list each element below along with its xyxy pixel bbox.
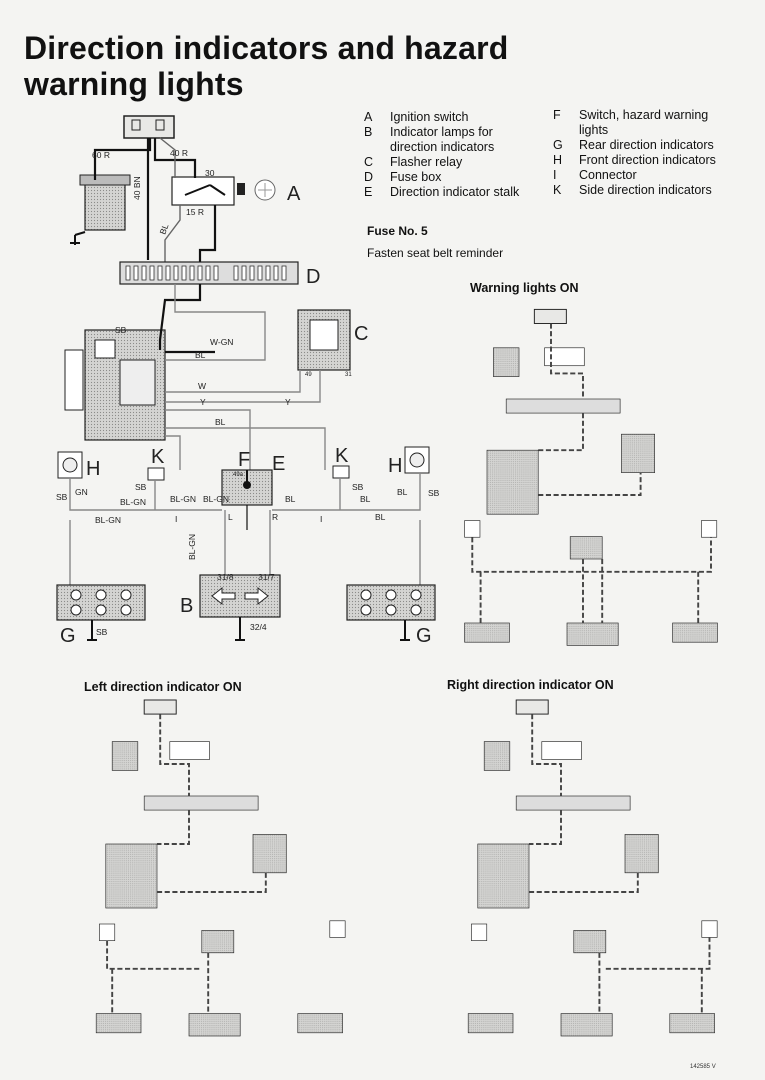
- diagram-warning-lights: [464, 308, 718, 646]
- fuse-label: Fuse No. 5: [367, 224, 428, 238]
- label-i-right: I: [320, 514, 322, 524]
- rear-indicator-right: [346, 584, 436, 621]
- top-connector: [123, 115, 175, 139]
- wire-label: SB: [115, 325, 127, 335]
- direction-stalk: [221, 469, 273, 530]
- label-d: D: [306, 266, 320, 288]
- wire-label: BL: [215, 417, 226, 427]
- wire-label: 40 R: [170, 148, 188, 158]
- side-indicator-right: [332, 465, 350, 479]
- label-c: C: [354, 323, 368, 345]
- label-f: F: [238, 449, 250, 471]
- wire-label: 49a: [233, 472, 244, 478]
- label-g-right: G: [416, 625, 432, 647]
- label-a: A: [287, 183, 301, 205]
- wire-label: BL: [397, 487, 408, 497]
- label-b: B: [180, 595, 193, 617]
- wire-label: BL: [360, 494, 371, 504]
- wire-label: BL: [195, 350, 206, 360]
- wire-label: 32/4: [250, 622, 267, 632]
- wire-label: 15 R: [186, 207, 204, 217]
- wire-label: SB: [56, 492, 68, 502]
- wire-label: 40 BN: [132, 176, 142, 200]
- rear-indicator-left: [56, 584, 146, 621]
- caption-left-indicator: Left direction indicator ON: [84, 680, 242, 694]
- wire-label: BL-GN: [187, 534, 197, 560]
- wire-label: R: [272, 512, 278, 522]
- wire-label: SB: [135, 482, 147, 492]
- wire-label: BL-GN: [170, 494, 196, 504]
- wire-label: 31: [345, 372, 352, 378]
- label-i-left: I: [175, 514, 177, 524]
- label-h-left: H: [86, 458, 100, 480]
- wire-label: BL-GN: [203, 494, 229, 504]
- drawing-code: 142585 V: [690, 1064, 716, 1070]
- wire-label: BL: [375, 512, 386, 522]
- wires-top-light: [159, 137, 181, 262]
- hazard-switch-block: [64, 329, 166, 441]
- fuse-box: [119, 261, 299, 285]
- wire-label: W-GN: [210, 337, 233, 347]
- fuse-note: Fasten seat belt reminder: [367, 246, 504, 260]
- diagram-right-indicator: [467, 699, 718, 1037]
- label-h-right: H: [388, 455, 402, 477]
- indicator-lamps: [199, 574, 281, 618]
- page-title: Direction indicators and hazard warning …: [24, 30, 509, 102]
- wire-label: L: [228, 512, 233, 522]
- wire-label: GN: [75, 487, 88, 497]
- caption-warning-lights: Warning lights ON: [470, 281, 579, 295]
- wire-label: 49: [305, 372, 312, 378]
- wire-label: Y: [285, 397, 291, 407]
- ground-symbols: [87, 617, 410, 641]
- wire-label: BL: [157, 222, 170, 235]
- wire-label: 30: [205, 168, 215, 178]
- label-g-left: G: [60, 625, 76, 647]
- label-e: E: [272, 453, 285, 475]
- wire-label: Y: [200, 397, 206, 407]
- wires-indicators: [69, 473, 421, 585]
- front-indicator-right: [404, 446, 430, 474]
- wire-label: BL-GN: [120, 497, 146, 507]
- wire-label: W: [198, 381, 206, 391]
- wire-label: 31/8: [217, 572, 234, 582]
- ignition-switch: [171, 176, 276, 206]
- wire-label: SB: [96, 627, 108, 637]
- wire-label: BL-GN: [95, 515, 121, 525]
- wire-label: SB: [352, 482, 364, 492]
- wire-label: SB: [428, 488, 440, 498]
- battery: [70, 174, 131, 245]
- label-k-left: K: [151, 446, 165, 468]
- wires-middle-light: [165, 284, 326, 470]
- diagram-left-indicator: [95, 699, 346, 1037]
- front-indicator-left: [57, 451, 83, 479]
- wire-label: BL: [285, 494, 296, 504]
- wire-label: 60 R: [92, 150, 110, 160]
- flasher-relay: [297, 309, 351, 371]
- wire-label: 31/7: [258, 572, 275, 582]
- wires-middle-dark: [158, 284, 215, 354]
- side-indicator-left: [147, 467, 165, 481]
- label-k-right: K: [335, 445, 349, 467]
- caption-right-indicator: Right direction indicator ON: [447, 678, 614, 692]
